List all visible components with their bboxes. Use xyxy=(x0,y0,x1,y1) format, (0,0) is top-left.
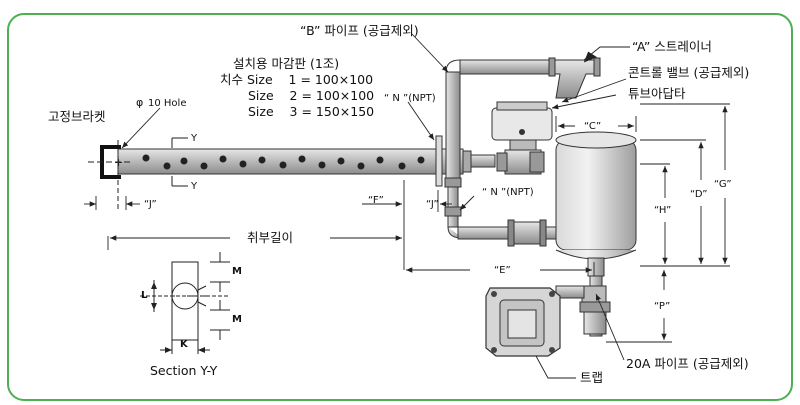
section-y-y-label: Section Y-Y xyxy=(150,363,218,378)
dim-l-label: L xyxy=(141,290,148,301)
dim-p-label: “P” xyxy=(654,301,671,312)
dim-m-bottom-label: M xyxy=(232,314,242,325)
y-bottom-label: Y xyxy=(191,181,198,192)
distribution-pipe xyxy=(117,148,496,175)
leader-lines xyxy=(121,33,630,379)
mounting-length-label: 취부길이 xyxy=(247,230,294,245)
dim-g-label: “G” xyxy=(714,179,732,190)
steam-tank xyxy=(555,131,637,277)
dim-c-label: “C” xyxy=(584,121,602,132)
dim-h-label: “H” xyxy=(654,205,672,216)
section-y-markers xyxy=(171,137,188,187)
dim-k-label: K xyxy=(180,339,188,350)
vertical-supply-pipe xyxy=(444,59,576,240)
a-strainer-label: “A” 스트레이너 xyxy=(632,39,712,54)
mounting-plate xyxy=(435,135,443,187)
strainer-a xyxy=(548,57,601,99)
mounting-plate-title: 설치용 마감판 (1조) xyxy=(233,56,340,71)
fixing-bracket-label: 고정브라켓 xyxy=(48,109,106,124)
control-valve-label: 콘트롤 밸브 (공급제외) xyxy=(628,65,750,80)
size-row-3: Size 3 = 150×150 xyxy=(248,104,375,119)
dim-j2-label: “J” xyxy=(426,199,439,210)
tube-adapter-label: 튜브아답타 xyxy=(628,86,686,101)
dim-j-label: “J” xyxy=(144,199,157,210)
n-npt-mid-label: “ N ”(NPT) xyxy=(482,187,534,198)
size-row-2: Size 2 = 100×100 xyxy=(248,88,375,103)
section-y-y-detail xyxy=(140,252,230,354)
steam-trap xyxy=(485,287,561,357)
y-top-label: Y xyxy=(191,133,198,144)
n-npt-top-label: “ N ”(NPT) xyxy=(384,93,436,104)
dim-e-label: “E” xyxy=(494,265,511,276)
control-valve xyxy=(491,101,553,175)
svg-text:+: + xyxy=(114,156,123,169)
dim-d-label: “D” xyxy=(690,189,708,200)
dim-f-label: “F” xyxy=(368,195,384,206)
lower-union xyxy=(507,219,559,247)
b-pipe-label: “B” 파이프 (공급제외) xyxy=(300,23,419,38)
hole-label: 10 Hole xyxy=(148,98,187,109)
phi-symbol: φ xyxy=(136,96,144,109)
pipe-holes xyxy=(142,154,425,170)
pipe-20a-label: 20A 파이프 (공급제외) xyxy=(626,356,749,371)
size-row-1: 치수 Size 1 = 100×100 xyxy=(220,72,374,87)
dimension-lines xyxy=(84,103,730,343)
dim-m-top-label: M xyxy=(232,266,242,277)
trap-label: 트랩 xyxy=(580,370,604,385)
